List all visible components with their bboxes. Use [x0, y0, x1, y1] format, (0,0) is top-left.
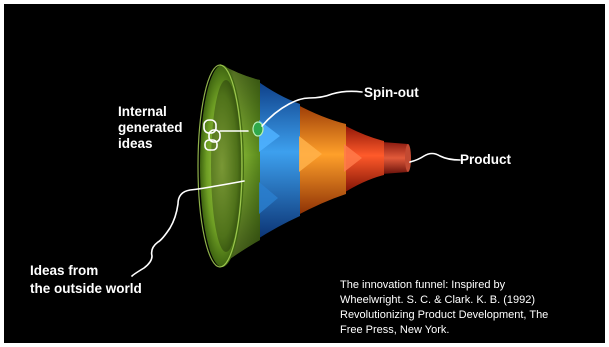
funnel-red-segment: [342, 124, 384, 194]
source-caption: The innovation funnel: Inspired by Wheel…: [340, 278, 590, 338]
spin-out-idea-marker: [252, 121, 264, 137]
label-spin-out: Spin-out: [364, 85, 419, 100]
caption-line-3: Revolutionizing Product Development, The: [340, 309, 549, 321]
funnel-blue-segment: [256, 80, 300, 240]
label-outside-ideas: Ideas from the outside world: [30, 262, 142, 298]
label-outside-line-2: the outside world: [30, 281, 142, 296]
arrow-blue: [259, 120, 280, 152]
spin-out-connector: [261, 90, 363, 127]
product-connector: [409, 152, 461, 163]
caption-line-2: Wheelwright. S. C. & Clark. K. B. (1992): [340, 294, 536, 306]
label-outside-line-1: Ideas from: [30, 263, 99, 278]
label-internal-line-2: generated: [118, 120, 183, 135]
innovation-funnel-diagram: [131, 64, 461, 277]
label-internal-line-1: Internal: [118, 104, 167, 119]
caption-line-4: Free Press, New York.: [340, 324, 450, 336]
arrow-blue-lower: [259, 182, 278, 214]
funnel-mouth: [200, 65, 244, 267]
arrow-orange: [299, 136, 322, 172]
slide: Internal generated ideas Spin-out Produc…: [4, 4, 605, 343]
caption-line-1: The innovation funnel: Inspired by: [340, 279, 506, 291]
outside-connector: [131, 180, 245, 277]
funnel-nozzle: [382, 142, 408, 174]
label-internal-line-3: ideas: [118, 136, 153, 151]
label-internal-ideas: Internal generated ideas: [118, 104, 183, 152]
arrow-red: [344, 144, 362, 172]
internal-idea-markers: [203, 119, 221, 151]
label-product: Product: [460, 152, 512, 167]
funnel-nozzle-rim: [405, 144, 411, 172]
funnel-orange-segment: [296, 104, 346, 216]
